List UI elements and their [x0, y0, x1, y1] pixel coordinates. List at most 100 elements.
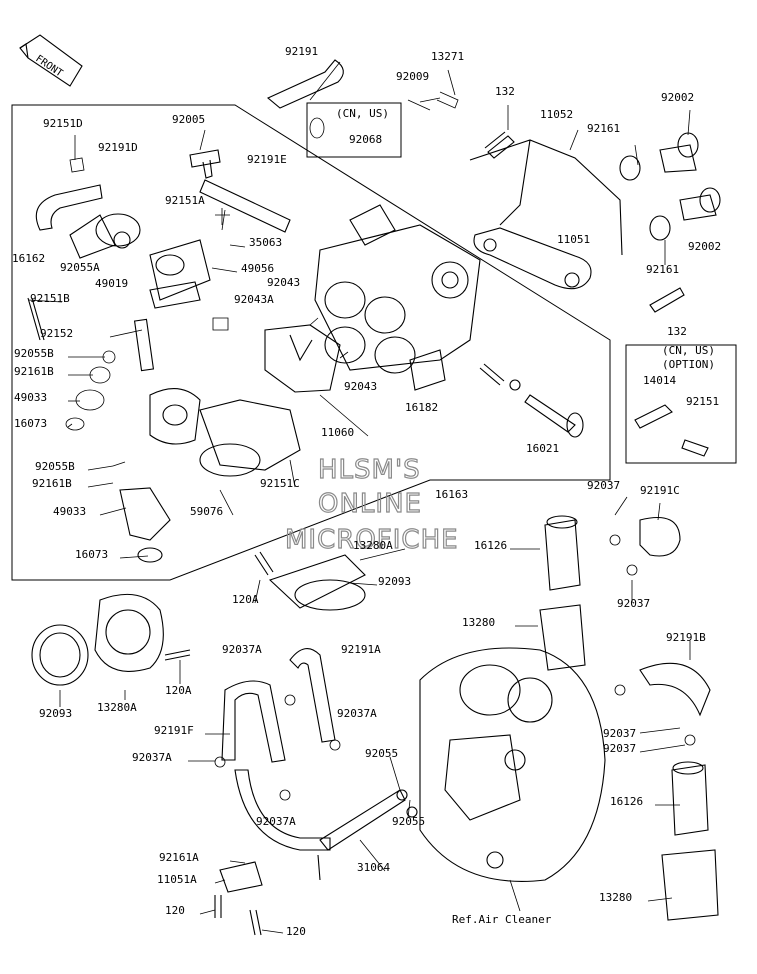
callout-49033: 49033: [53, 505, 86, 518]
callout-11060: 11060: [321, 426, 354, 439]
callout-16126: 16126: [610, 795, 643, 808]
callout-92068: 92068: [349, 133, 382, 146]
callout-92037a: 92037A: [132, 751, 172, 764]
callout-13280: 13280: [462, 616, 495, 629]
callout-92161: 92161: [587, 122, 620, 135]
cn-us-option-box: [625, 344, 737, 464]
callout-92009: 92009: [396, 70, 429, 83]
callout-92152: 92152: [40, 327, 73, 340]
bolt-120-b: [249, 909, 262, 936]
callout-92093: 92093: [378, 575, 411, 588]
callout-92055a: 92055A: [60, 261, 100, 274]
bolt-120a-left: [164, 649, 191, 661]
callout-13271: 13271: [431, 50, 464, 63]
bolt-92002-top: [659, 144, 697, 173]
hose-92191f: [221, 680, 286, 763]
callout-13280a: 13280A: [97, 701, 137, 714]
fitting-16126-top: [544, 519, 581, 591]
fuel-pressure-regulator: [27, 213, 211, 372]
callout-92055: 92055: [365, 747, 398, 760]
hose-92191e: [199, 179, 291, 233]
callout-92161b: 92161B: [32, 477, 72, 490]
callout-92037a: 92037A: [337, 707, 377, 720]
front-arrow-label: FRONT: [33, 53, 64, 79]
callout-132: 132: [495, 85, 515, 98]
assembly-outline: [11, 104, 611, 581]
callout-16163: 16163: [435, 488, 468, 501]
callout-92161: 92161: [646, 263, 679, 276]
flange-13280a: [94, 593, 164, 672]
bushing-92161-right: [649, 215, 671, 241]
callout-92037a: 92037A: [256, 815, 296, 828]
bolt-132-top: [484, 131, 515, 159]
ring-92055-a: [396, 789, 408, 801]
watermark-line-2: ONLINE: [318, 489, 422, 519]
callout-92037: 92037: [603, 727, 636, 740]
callout-92002: 92002: [661, 91, 694, 104]
callout-16126: 16126: [474, 539, 507, 552]
bracket-11052: [469, 139, 623, 256]
callout--cn-us-: (CN, US): [662, 344, 715, 357]
callout-92191f: 92191F: [154, 724, 194, 737]
front-arrow-icon: FRONT: [19, 34, 83, 87]
callout-92093: 92093: [39, 707, 72, 720]
hose-92191b: [639, 662, 711, 717]
callout-92191d: 92191D: [98, 141, 138, 154]
callout--option-: (OPTION): [662, 358, 715, 371]
callout-92191e: 92191E: [247, 153, 287, 166]
callout-16182: 16182: [405, 401, 438, 414]
callout-ref-air-cleaner: Ref.Air Cleaner: [452, 913, 552, 926]
callout--cn-us-: (CN, US): [336, 107, 389, 120]
tee-92005: [189, 149, 221, 179]
callout-92037: 92037: [617, 597, 650, 610]
fitting-16126-lower: [671, 764, 709, 836]
hose-92191a: [289, 648, 336, 743]
bracket-11051a: [219, 861, 263, 893]
callout-92151: 92151: [686, 395, 719, 408]
callout-92037: 92037: [603, 742, 636, 755]
callout-11051a: 11051A: [157, 873, 197, 886]
ring-92055-b: [406, 806, 418, 818]
callout-92151a: 92151A: [165, 194, 205, 207]
callout-49033: 49033: [14, 391, 47, 404]
injector-elbow-59076: [119, 388, 301, 563]
callout-92151c: 92151C: [260, 477, 300, 490]
callout-92191a: 92191A: [341, 643, 381, 656]
watermark-line-1: HLSM'S: [318, 455, 421, 485]
hose-lower-loop: [234, 769, 331, 851]
callout-92037: 92037: [587, 479, 620, 492]
callout-120: 120: [286, 925, 306, 938]
bushing-92161-top: [619, 155, 641, 181]
callout-11052: 11052: [540, 108, 573, 121]
callout-92151b: 92151B: [30, 292, 70, 305]
hose-92191d: [35, 184, 103, 231]
callout-92005: 92005: [172, 113, 205, 126]
bolt-120-a: [214, 895, 222, 918]
leader-lines: [27, 61, 691, 934]
callout-16021: 16021: [526, 442, 559, 455]
bolt-132-lower: [649, 287, 685, 313]
callout-92161b: 92161B: [14, 365, 54, 378]
callout-16162: 16162: [12, 252, 45, 265]
callout-35063: 35063: [249, 236, 282, 249]
hose-92191: [266, 59, 344, 109]
callout-11051: 11051: [557, 233, 590, 246]
callout-13280a: 13280A: [353, 539, 393, 552]
callout-92043: 92043: [344, 380, 377, 393]
callout-59076: 59076: [190, 505, 223, 518]
callout-49056: 49056: [241, 262, 274, 275]
callout-120: 120: [165, 904, 185, 917]
misc-hardware: [65, 91, 459, 467]
callout-92151d: 92151D: [43, 117, 83, 130]
holder-13280-top: [539, 604, 586, 671]
hose-92191c: [639, 516, 681, 557]
bolt-92002-right: [679, 194, 717, 221]
cn-us-box: [306, 102, 402, 158]
throttle-body: [314, 204, 481, 391]
callout-92055b: 92055B: [35, 460, 75, 473]
ring-92093-upper: [294, 579, 366, 611]
pipe-31064: [317, 789, 406, 881]
bolt-92151: [681, 439, 709, 457]
